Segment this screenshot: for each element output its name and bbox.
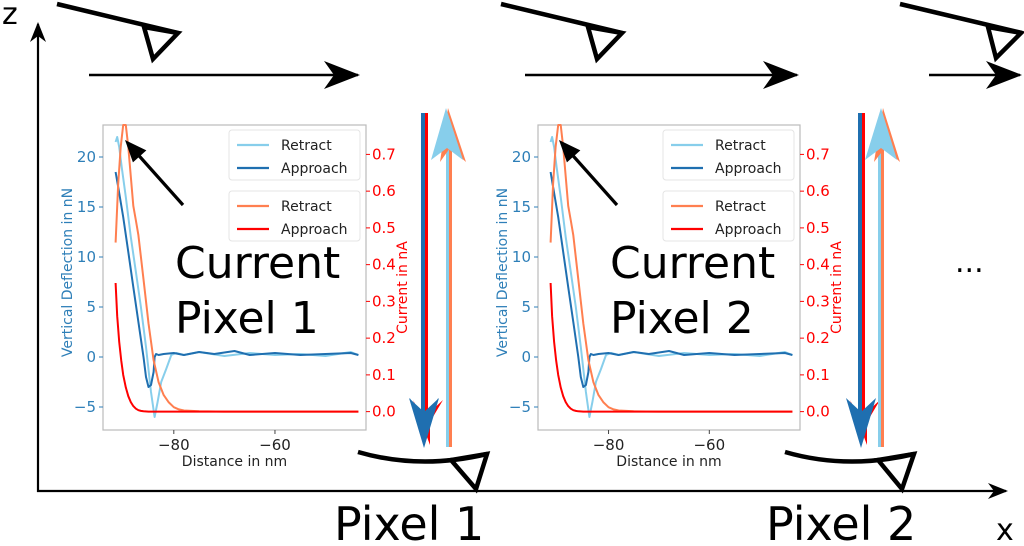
annotation-title: Current (610, 238, 775, 289)
legend-label: Retract (281, 199, 332, 215)
y-tick-label: 15 (512, 198, 531, 216)
y2-tick-label: 0.0 (806, 403, 830, 421)
y-axis-title: Vertical Deflection in nN (495, 188, 511, 357)
y-tick-label: 10 (512, 248, 531, 266)
annotation-pixel: Pixel 1 (175, 293, 319, 344)
x-tick-label: −80 (593, 436, 625, 454)
y-tick-label: 5 (86, 298, 96, 316)
y2-tick-label: 0.7 (372, 145, 396, 163)
x-tick-label: −60 (693, 436, 725, 454)
y2-tick-label: 0.1 (806, 366, 830, 384)
y-tick-label: −5 (74, 398, 96, 416)
x-axis-label: x (996, 513, 1014, 546)
retract-arrow-up (431, 108, 466, 447)
annotation-arrow-head (559, 140, 581, 163)
force-curve-chart-pixel-1: −5 0 5 10 15 20 0.0 0.1 0.2 0.3 0.4 0.5 0.6 0.7 −80 −60… (60, 124, 411, 470)
series-line-deflection-approach (549, 171, 793, 388)
approach-arrow-down (409, 113, 443, 448)
series-line-deflection-retract (549, 136, 793, 418)
y-tick-label: −5 (509, 398, 531, 416)
approach-arrow-down (846, 113, 880, 448)
y2-tick-label: 0.7 (806, 145, 830, 163)
y2-tick-label: 0.5 (806, 219, 830, 237)
y-tick-label: 0 (521, 348, 531, 366)
series-line-current-approach (114, 282, 359, 413)
y-axis-title: Vertical Deflection in nN (60, 188, 76, 357)
y2-tick-label: 0.0 (372, 403, 396, 421)
legend-label: Retract (715, 199, 766, 215)
cantilever-bent-1 (357, 449, 491, 494)
y-tick-label: 5 (521, 298, 531, 316)
y2-axis-title: Current in nA (829, 241, 845, 334)
annotation-title: Current (175, 238, 340, 289)
legend-label: Retract (281, 138, 332, 154)
y2-tick-label: 0.6 (806, 182, 830, 200)
z-axis-label: z (2, 0, 18, 32)
y2-tick-label: 0.1 (372, 366, 396, 384)
legend-label: Approach (281, 222, 348, 238)
retract-arrow-up (865, 108, 900, 447)
series-line-current-approach (549, 282, 793, 413)
approach-retract-arrows-1 (409, 108, 466, 448)
y-tick-label: 20 (512, 148, 531, 166)
y2-tick-label: 0.6 (372, 182, 396, 200)
x-axis-title: Distance in nm (616, 454, 721, 470)
annotation-pixel: Pixel 2 (610, 293, 754, 344)
x-tick-label: −80 (158, 436, 190, 454)
pixel-1-label: Pixel 1 (334, 497, 484, 546)
legend-label: Approach (281, 161, 348, 177)
annotation-arrow-shaft (565, 147, 619, 207)
cantilever-raised-1 (56, 1, 183, 64)
y2-tick-label: 0.3 (372, 292, 396, 310)
y-tick-label: 0 (86, 348, 96, 366)
y-tick-label: 10 (77, 248, 96, 266)
y2-tick-label: 0.2 (806, 329, 830, 347)
x-axis-title: Distance in nm (182, 454, 287, 470)
y2-axis-title: Current in nA (395, 241, 411, 334)
y2-tick-label: 0.4 (806, 256, 830, 274)
force-curve-chart-pixel-2: −5 0 5 10 15 20 0.0 0.1 0.2 0.3 0.4 0.5 0.6 0.7 −80 −60… (495, 124, 845, 470)
annotation-arrow-shaft (131, 147, 185, 207)
series-line-deflection-retract (114, 136, 359, 418)
y2-tick-label: 0.3 (806, 292, 830, 310)
ellipsis: ... (955, 245, 984, 280)
cantilever-raised-2 (500, 1, 627, 64)
x-tick-label: −60 (259, 436, 291, 454)
y-tick-label: 20 (77, 148, 96, 166)
legend-label: Approach (715, 161, 782, 177)
y2-tick-label: 0.5 (372, 219, 396, 237)
annotation-arrow-head (125, 140, 147, 163)
legend-label: Approach (715, 222, 782, 238)
approach-retract-arrows-2 (846, 108, 900, 448)
cantilever-raised-3 (899, 1, 1024, 63)
pixel-2-label: Pixel 2 (766, 497, 916, 546)
series-line-deflection-approach (114, 171, 359, 388)
y-tick-label: 15 (77, 198, 96, 216)
y2-tick-label: 0.4 (372, 256, 396, 274)
legend-label: Retract (715, 138, 766, 154)
y2-tick-label: 0.2 (372, 329, 396, 347)
cantilever-bent-2 (784, 449, 918, 494)
